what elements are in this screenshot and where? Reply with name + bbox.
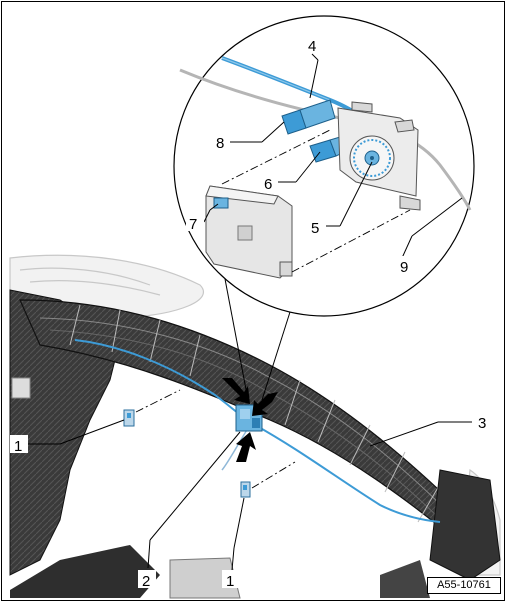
- callout-4: 4: [308, 38, 316, 55]
- callout-1-bottom: 1: [226, 573, 234, 590]
- callout-3: 3: [478, 415, 486, 432]
- reference-code-label: A55-10761: [427, 577, 501, 594]
- radiator-frame: [9, 289, 430, 599]
- cable-housing: [337, 101, 421, 211]
- direction-arrows: [222, 378, 278, 462]
- callout-5: 5: [311, 220, 319, 237]
- detail-contents: [179, 56, 472, 279]
- callout-labels: 4 8 6 7 5 9 1 3 2 1: [10, 35, 492, 590]
- lock-carrier: [19, 299, 501, 581]
- cable-sleeve-8: [281, 99, 336, 135]
- clip-1-bottom: [240, 481, 251, 498]
- callout-1-left: 1: [14, 438, 22, 455]
- callout-8: 8: [216, 135, 224, 152]
- callout-6: 6: [264, 176, 272, 193]
- callout-9: 9: [400, 259, 408, 276]
- leader-lines: [28, 53, 472, 571]
- callout-7: 7: [189, 216, 197, 233]
- assembly-lines-detail: [221, 129, 411, 273]
- clip-1-left: [123, 409, 135, 427]
- housing-cover-7: [205, 185, 293, 279]
- callout-2: 2: [142, 573, 150, 590]
